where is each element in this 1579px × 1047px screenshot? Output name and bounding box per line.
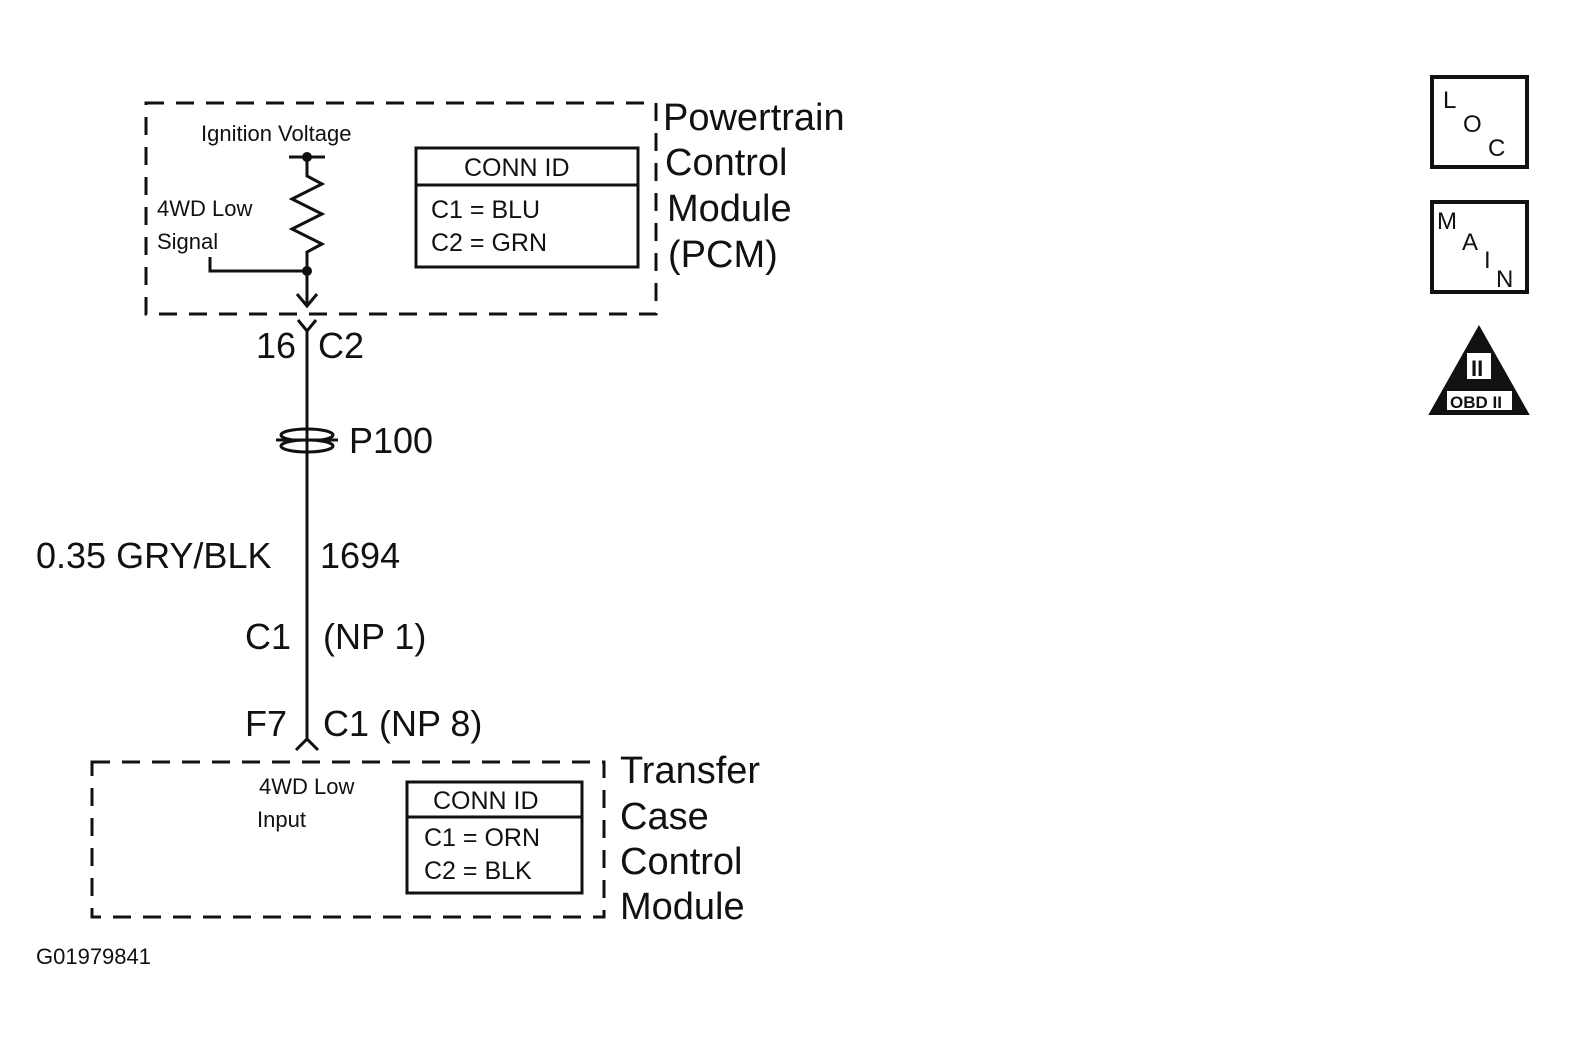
pcm-conn-id-title: CONN ID (464, 154, 570, 182)
pcm-name-line-1: Powertrain (663, 97, 845, 139)
pcm-name-line-2: Control (665, 142, 788, 184)
ignition-voltage-label: Ignition Voltage (201, 121, 351, 146)
tccm-name-line-4: Module (620, 886, 745, 928)
tccm-module: 4WD Low Input CONN ID C1 = ORN C2 = BLK … (90, 750, 760, 928)
svg-text:L: L (1443, 87, 1456, 114)
circuit-number: 1694 (320, 535, 400, 576)
pcm-pin-number: 16 (256, 325, 296, 366)
svg-text:M: M (1437, 208, 1457, 235)
tccm-pin-connector-icon (294, 736, 320, 752)
tccm-conn-row-2: C2 = BLK (424, 857, 532, 885)
wire-spec: 0.35 GRY/BLK (36, 535, 271, 576)
pcm-conn-id-table: CONN ID C1 = BLU C2 = GRN (414, 146, 640, 269)
svg-text:N: N (1496, 266, 1513, 293)
signal-label-line-1: 4WD Low (157, 196, 252, 221)
tccm-pin-number: F7 (245, 703, 287, 744)
svg-text:A: A (1462, 229, 1478, 256)
figure-id: G01979841 (36, 944, 151, 969)
pcm-module: Ignition Voltage 4WD Low Signal CONN ID … (144, 97, 845, 316)
main-icon[interactable]: M A I N (1430, 200, 1529, 294)
pcm-conn-row-1: C1 = BLU (431, 196, 540, 224)
tccm-conn-id-title: CONN ID (433, 787, 539, 815)
svg-text:O: O (1463, 111, 1482, 138)
pcm-boundary (144, 101, 658, 316)
tccm-connector-id: C1 (NP 8) (323, 703, 482, 744)
inline-connector-note: (NP 1) (323, 616, 426, 657)
inline-connector-id: C1 (245, 616, 291, 657)
tccm-conn-id-table: CONN ID C1 = ORN C2 = BLK (405, 780, 584, 895)
svg-text:II: II (1471, 356, 1483, 381)
pull-up-resistor-icon (208, 152, 326, 309)
tccm-boundary (90, 760, 606, 919)
tccm-conn-row-1: C1 = ORN (424, 824, 540, 852)
signal-label-line-2: Signal (157, 229, 218, 254)
obd-ii-icon[interactable]: II OBD II (1428, 324, 1530, 415)
tccm-name-line-1: Transfer (620, 750, 760, 792)
svg-text:I: I (1484, 247, 1491, 274)
tccm-name-line-2: Case (620, 796, 709, 838)
pcm-conn-row-2: C2 = GRN (431, 229, 547, 257)
tccm-input-label-line-1: 4WD Low (259, 774, 354, 799)
pcm-connector-id: C2 (318, 325, 364, 366)
tccm-name-line-3: Control (620, 841, 743, 883)
pcm-name-line-3: Module (667, 188, 792, 230)
svg-text:C: C (1488, 135, 1505, 162)
pcm-pin-connector-icon (296, 319, 318, 334)
circuit-wire: 16 C2 P100 0.35 GRY/BLK 1694 C1 (NP 1) F… (36, 319, 482, 752)
pcm-name-line-4: (PCM) (668, 234, 778, 276)
splice-label: P100 (349, 420, 433, 461)
tccm-input-label-line-2: Input (257, 807, 306, 832)
splice-pack-icon (276, 425, 338, 456)
loc-icon[interactable]: L O C (1430, 75, 1529, 169)
svg-text:OBD II: OBD II (1450, 393, 1502, 412)
